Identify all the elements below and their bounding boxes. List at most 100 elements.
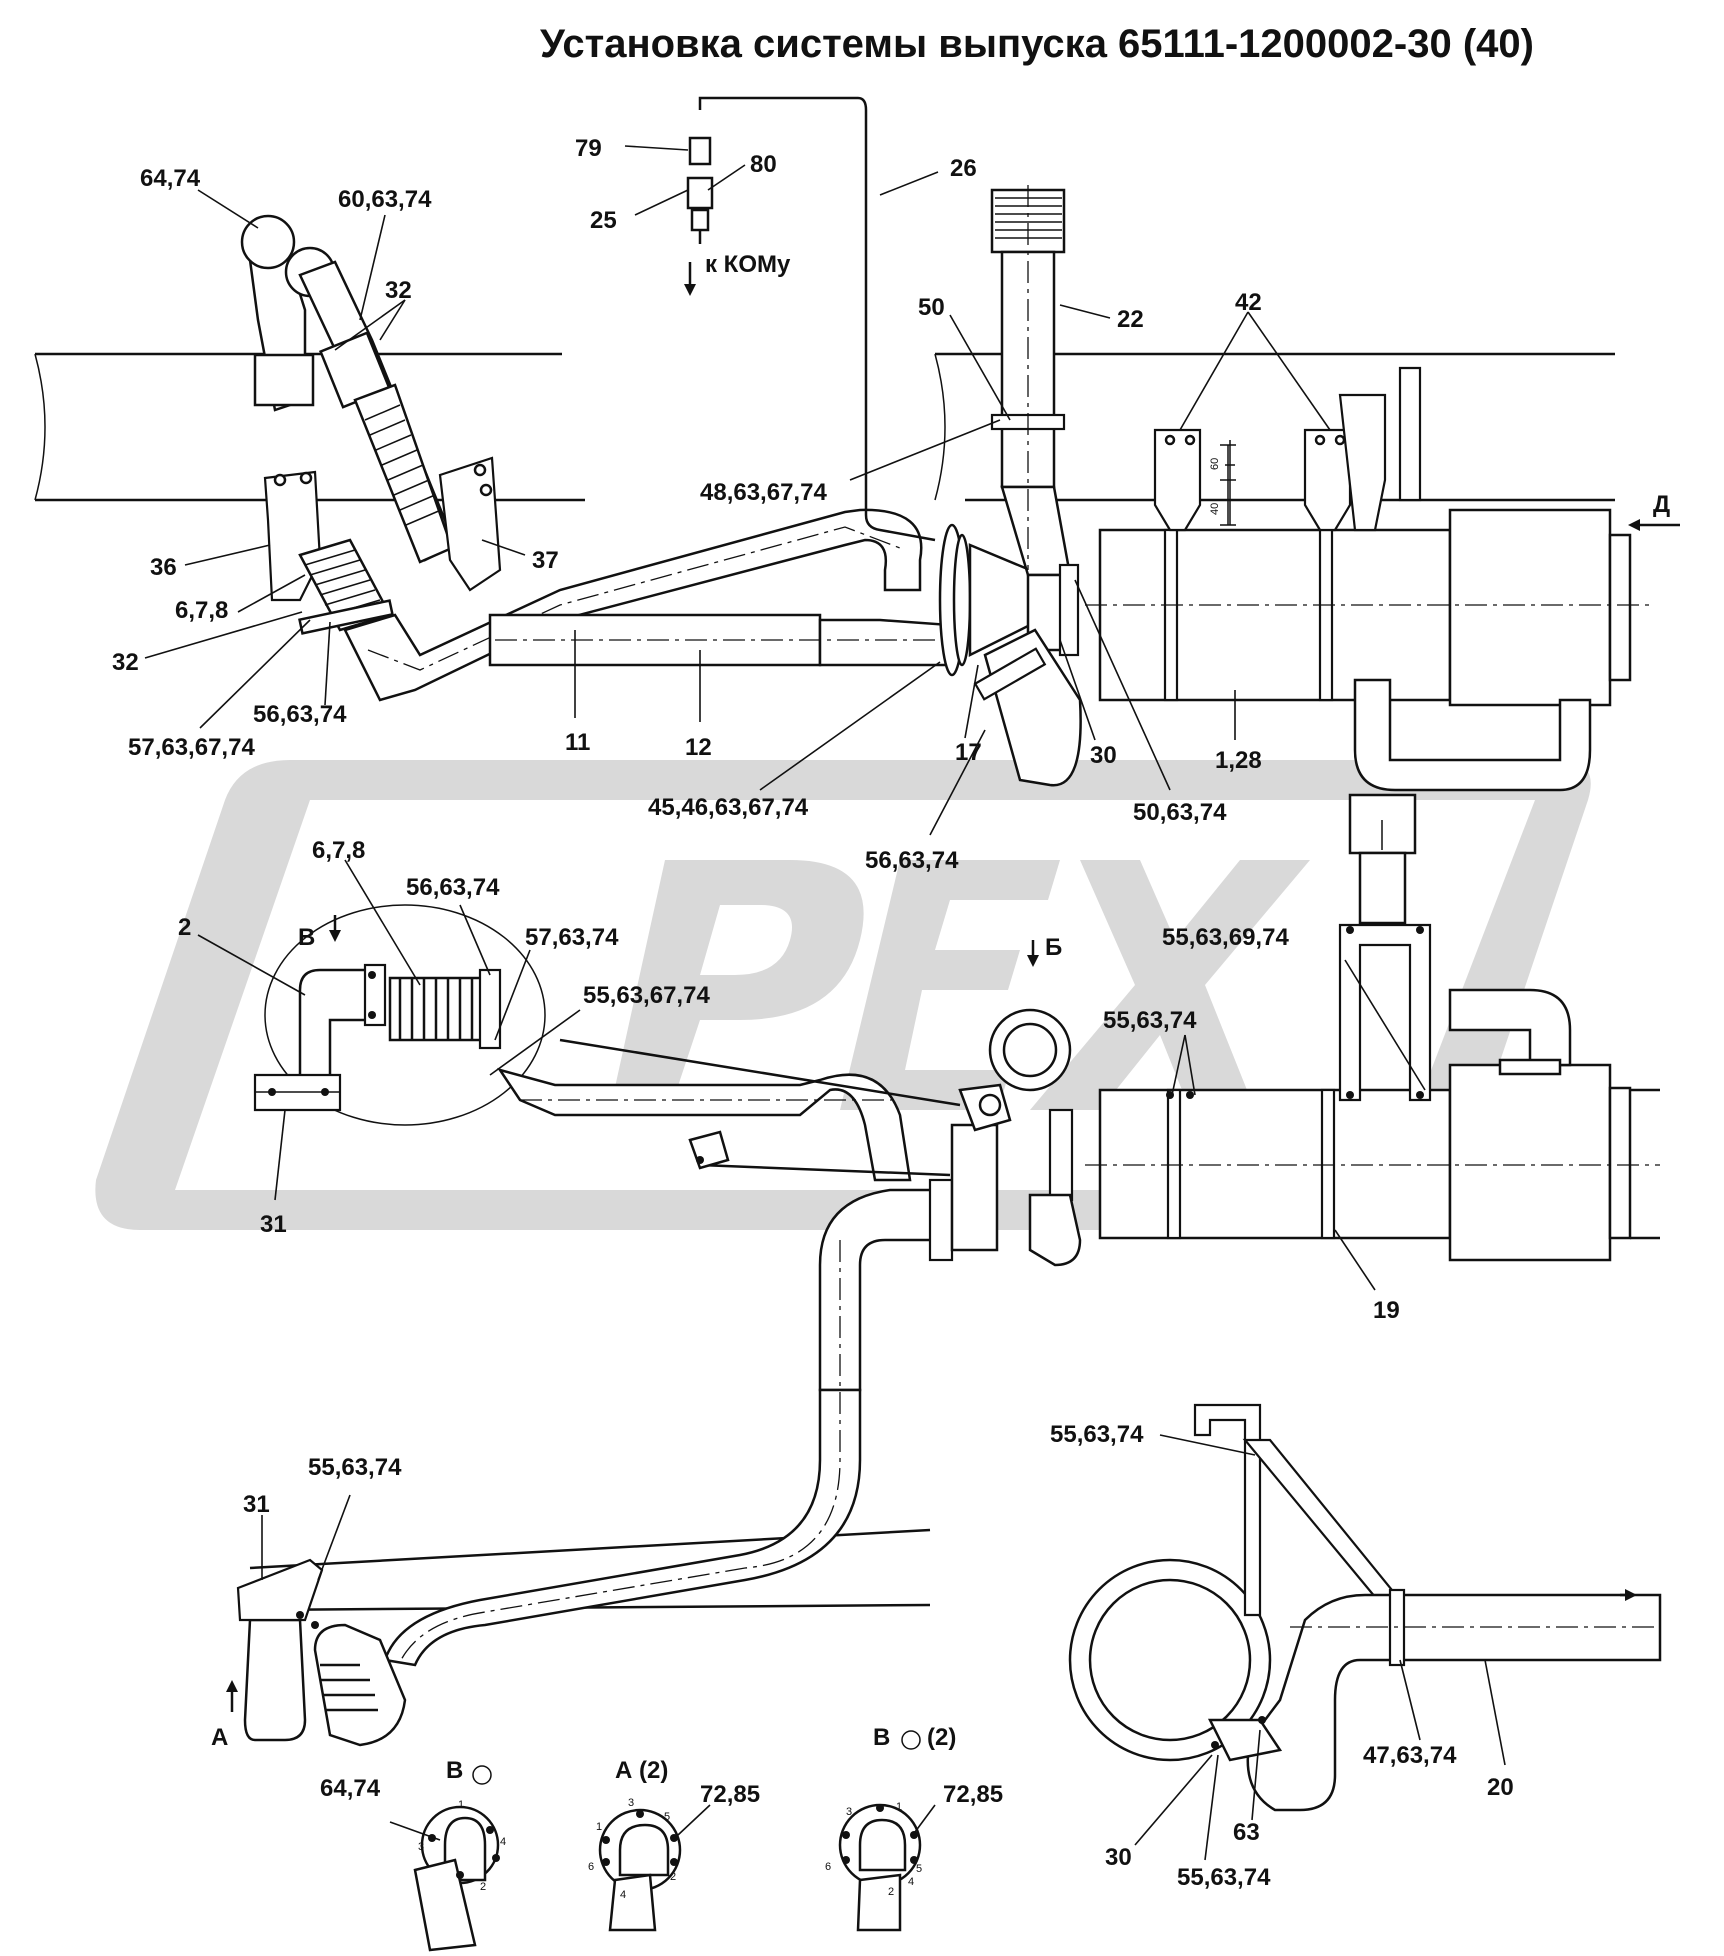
label-30-top: 30 (1090, 742, 1117, 769)
bellows-top (298, 538, 394, 635)
view-v: В (298, 924, 315, 951)
bolt-number: 5 (916, 1863, 922, 1875)
view-marker-circle (901, 1730, 921, 1750)
label-55-low: 55,63,74 (308, 1454, 402, 1481)
label-63-low: 63 (1233, 1819, 1260, 1846)
label-80: 80 (750, 151, 777, 178)
bolt-number: 2 (670, 1871, 676, 1883)
bolt-number: 1 (896, 1801, 902, 1813)
view-a2: А (2) (615, 1757, 668, 1784)
label-17: 17 (955, 739, 982, 766)
view-v2-suffix: (2) (927, 1724, 956, 1751)
bellows-mid (388, 968, 502, 1050)
dimension-marks: 60 40 (1209, 444, 1236, 526)
cable-26 (684, 96, 936, 542)
label-55-67: 55,63,67,74 (583, 982, 710, 1009)
labels: 79 80 25 26 к КОМу 64,74 60,63,74 32 22 … (112, 135, 1670, 1891)
label-1-28: 1,28 (1215, 747, 1262, 774)
label-31-low: 31 (243, 1491, 270, 1518)
dimension-40: 40 (1209, 503, 1221, 515)
label-2: 2 (178, 914, 191, 941)
label-50-63-74: 50,63,74 (1133, 799, 1227, 826)
label-32-top: 32 (385, 277, 412, 304)
label-32-left: 32 (112, 649, 139, 676)
label-55-mid: 55,63,74 (1103, 1007, 1197, 1034)
bolt-number: 4 (500, 1836, 506, 1848)
lower-manifold (226, 1558, 407, 1747)
long-pipe-lower (383, 1240, 862, 1667)
label-72-85-a: 72,85 (700, 1781, 760, 1808)
pipe-12 (488, 613, 952, 667)
label-26: 26 (950, 155, 977, 182)
bolt-number: 5 (664, 1811, 670, 1823)
bolt-number: 1 (596, 1821, 602, 1833)
bolt-number: 2 (480, 1881, 486, 1893)
label-37: 37 (532, 547, 559, 574)
label-64-74-bot: 64,74 (320, 1775, 381, 1802)
bolt-number: 2 (888, 1886, 894, 1898)
label-57-top: 57,63,67,74 (128, 734, 255, 761)
komu-note: к КОМу (705, 251, 791, 278)
label-56-b: 56,63,74 (406, 874, 500, 901)
view-arrow-v (329, 915, 341, 942)
brackets-42 (1153, 366, 1422, 532)
leader-lines (144, 145, 1506, 1861)
label-6-7-8-mid: 6,7,8 (312, 837, 365, 864)
label-55-bot: 55,63,74 (1177, 1864, 1271, 1891)
label-22: 22 (1117, 306, 1144, 333)
bolt-number: 3 (628, 1797, 634, 1809)
label-45: 45,46,63,67,74 (648, 794, 809, 821)
label-79: 79 (575, 135, 602, 162)
label-56-top: 56,63,74 (253, 701, 347, 728)
bolt-number: 4 (908, 1876, 914, 1888)
label-12: 12 (685, 734, 712, 761)
manifold-elbows-top (240, 214, 457, 564)
label-42: 42 (1235, 289, 1262, 316)
label-36: 36 (150, 554, 177, 581)
pipe-30-top (973, 563, 1082, 787)
label-56-mid: 56,63,74 (865, 847, 959, 874)
vertical-pipe-22 (990, 185, 1072, 577)
view-marker-circle (472, 1765, 492, 1785)
elbow-2 (298, 963, 387, 1087)
right-bottom-assembly (1068, 1403, 1662, 1812)
label-30-low: 30 (1105, 1844, 1132, 1871)
label-48: 48,63,67,74 (700, 479, 827, 506)
label-6-7-8-top: 6,7,8 (175, 597, 228, 624)
detail-view-v: 1 2 3 4 (413, 1799, 506, 1952)
label-11: 11 (565, 729, 590, 756)
label-25: 25 (590, 207, 617, 234)
label-55-right: 55,63,74 (1050, 1421, 1144, 1448)
flange-45-46 (938, 523, 1032, 677)
label-72-85-b: 72,85 (943, 1781, 1003, 1808)
label-20: 20 (1487, 1774, 1514, 1801)
label-64-74-top: 64,74 (140, 165, 201, 192)
label-50: 50 (918, 294, 945, 321)
view-arrow-b (1027, 940, 1039, 967)
bracket-36 (263, 470, 322, 602)
bracket-31-mid (253, 1073, 342, 1112)
view-v-detail: В (446, 1757, 463, 1784)
detail-view-a2: 3 5 1 6 2 4 (588, 1797, 682, 1932)
bolt-number: 1 (458, 1799, 464, 1811)
detail-circle-v (264, 904, 546, 1126)
label-60-63-74: 60,63,74 (338, 186, 432, 213)
detail-view-v2: 3 1 5 6 2 4 (825, 1801, 922, 1932)
bolt-number: 3 (418, 1841, 424, 1853)
view-a: А (211, 1724, 228, 1751)
label-19: 19 (1373, 1297, 1400, 1324)
muffler-mid (1085, 988, 1660, 1262)
muffler-top (1085, 508, 1680, 792)
label-47: 47,63,74 (1363, 1742, 1457, 1769)
view-d: Д (1653, 491, 1670, 518)
dimension-60: 60 (1209, 458, 1221, 470)
label-31-mid: 31 (260, 1211, 287, 1238)
bolt-number: 3 (846, 1806, 852, 1818)
cross-pipe-b (958, 1008, 1072, 1132)
view-v2: В (873, 1724, 890, 1751)
bolt-number: 6 (825, 1861, 831, 1873)
page-title: Установка системы выпуска 65111-1200002-… (540, 22, 1534, 66)
label-55-69: 55,63,69,74 (1162, 924, 1289, 951)
